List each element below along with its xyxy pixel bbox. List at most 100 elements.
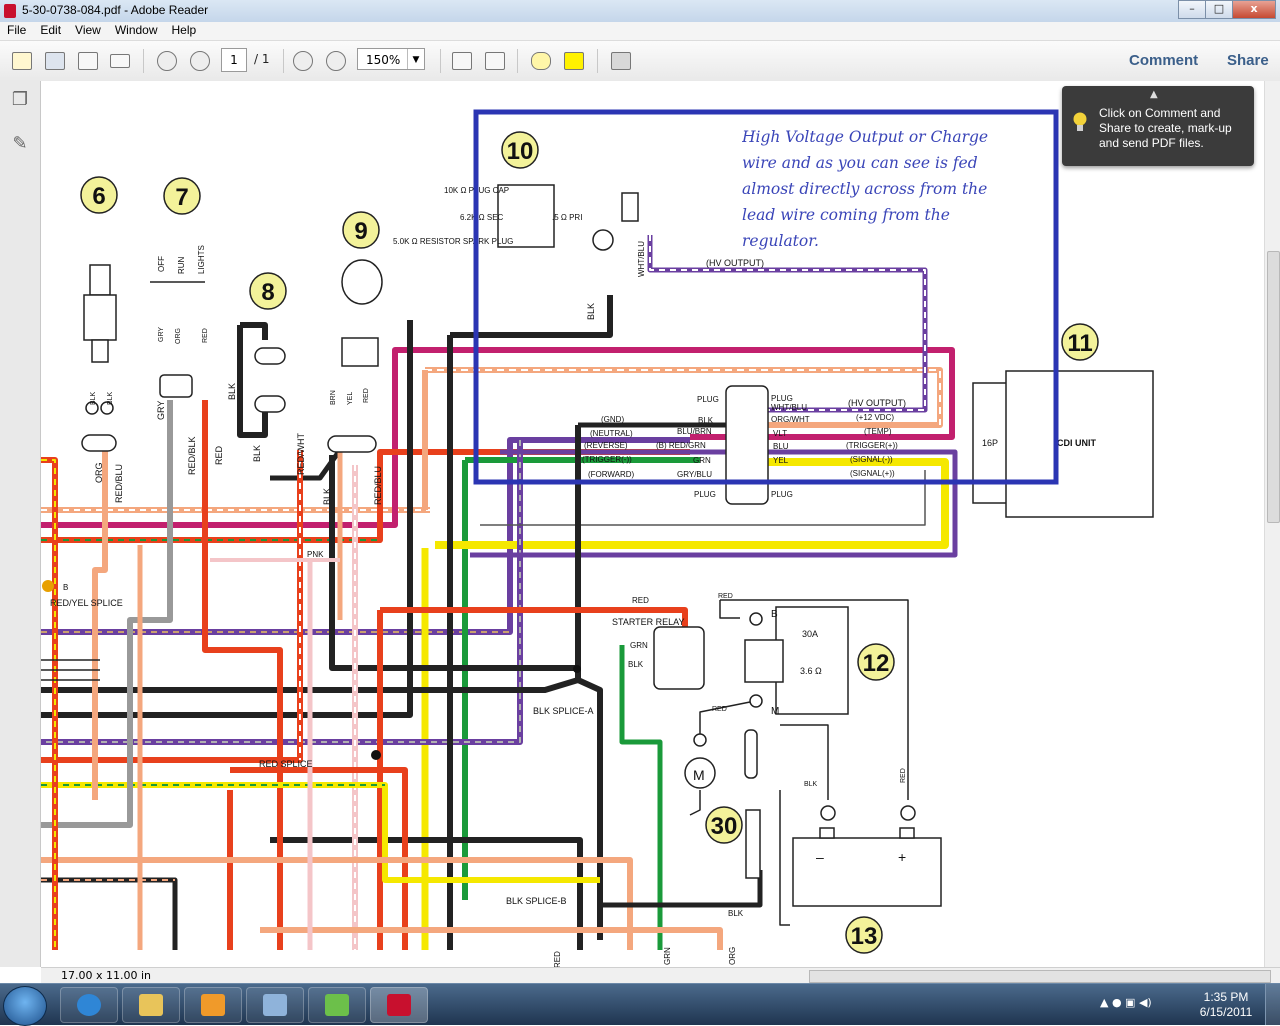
create-pdf-icon[interactable] <box>10 49 34 73</box>
zoom-select[interactable]: 150% ▼ <box>357 48 425 70</box>
share-button[interactable]: Share <box>1227 52 1269 69</box>
label-org-wht: ORG/WHT <box>771 415 810 424</box>
label-blu: BLU <box>773 442 789 451</box>
label-red-relay: RED <box>632 596 649 605</box>
label-red-blu-9: RED/BLU <box>373 466 383 505</box>
menu-bar: File Edit View Window Help <box>0 22 1280 41</box>
taskbar-ie-icon[interactable] <box>60 987 118 1023</box>
callout-9: 9 <box>354 218 367 245</box>
label-red-yel-splice: RED/YEL SPLICE <box>50 598 123 608</box>
label-yel: YEL <box>773 456 789 465</box>
taskbar-messenger-icon[interactable] <box>308 987 366 1023</box>
save-icon[interactable] <box>43 49 67 73</box>
zoom-in-icon[interactable] <box>324 49 348 73</box>
comment-button[interactable]: Comment <box>1129 52 1199 69</box>
taskbar-paint-icon[interactable] <box>246 987 304 1023</box>
menu-view[interactable]: View <box>75 23 101 37</box>
label-signal-plus: (SIGNAL(+)) <box>850 469 895 478</box>
sticky-note-icon[interactable] <box>529 49 553 73</box>
status-bar: 17.00 x 11.00 in <box>41 967 1280 984</box>
label-off: OFF <box>157 256 166 272</box>
vertical-scrollbar[interactable] <box>1264 81 1280 967</box>
start-button[interactable] <box>3 986 47 1026</box>
label-forward: (FORWARD) <box>588 470 635 479</box>
taskbar-media-player-icon[interactable] <box>184 987 242 1023</box>
menu-window[interactable]: Window <box>114 23 158 37</box>
label-pri: .5 Ω PRI <box>552 213 582 222</box>
callout-10: 10 <box>507 138 534 165</box>
clock-time: 1:35 PM <box>1203 990 1249 1004</box>
menu-edit[interactable]: Edit <box>40 23 62 37</box>
label-blk-relay: BLK <box>628 660 644 669</box>
email-icon[interactable] <box>108 49 132 73</box>
minimize-button[interactable]: – <box>1178 0 1206 19</box>
maximize-button[interactable]: □ <box>1205 0 1233 19</box>
chevron-down-icon[interactable]: ▼ <box>407 49 424 69</box>
page-total: / 1 <box>254 52 270 66</box>
battery-plus: + <box>898 849 906 865</box>
zoom-out-icon[interactable] <box>291 49 315 73</box>
label-plug-right: PLUG <box>771 394 793 403</box>
menu-help[interactable]: Help <box>171 23 197 37</box>
toolbar-divider <box>283 49 284 73</box>
next-page-icon[interactable] <box>188 49 212 73</box>
label-signal-minus: (SIGNAL(-)) <box>850 455 893 464</box>
highlight-icon[interactable] <box>562 49 586 73</box>
label-yel-9: YEL <box>347 392 354 405</box>
label-red-motor: RED <box>712 706 727 713</box>
label-blk-splice-b: BLK SPLICE-B <box>506 896 567 906</box>
label-wht-blu-10: WHT/BLU <box>637 241 646 277</box>
label-plug-bottom: PLUG <box>694 490 716 499</box>
label-blk-9: BLK <box>322 488 332 505</box>
attachments-icon[interactable]: ✎ <box>12 133 28 154</box>
label-plug: PLUG <box>697 395 719 404</box>
label-hv-output-2: (HV OUTPUT) <box>848 398 906 408</box>
window-title: 5-30-0738-084.pdf - Adobe Reader <box>22 3 209 17</box>
full-screen-icon[interactable] <box>609 49 633 73</box>
taskbar-explorer-icon[interactable] <box>122 987 180 1023</box>
zoom-value: 150% <box>366 53 401 67</box>
motor-m: M <box>693 767 705 783</box>
label-red-bat: RED <box>900 768 907 783</box>
label-red-reg: RED <box>718 593 733 600</box>
horizontal-scrollbar[interactable] <box>809 970 1271 983</box>
label-trigger-plus: (TRIGGER(+)) <box>846 441 898 450</box>
callout-30: 30 <box>711 813 738 840</box>
caret-up-icon[interactable]: ▲ <box>1150 89 1158 100</box>
page-number-input[interactable]: 1 <box>221 48 247 72</box>
label-neutral: (NEUTRAL) <box>590 429 633 438</box>
label-blk-splice-a: BLK SPLICE-A <box>533 706 594 716</box>
terminal-b: B <box>771 609 778 620</box>
toolbar-divider <box>440 49 441 73</box>
clock[interactable]: 1:35 PM 6/15/2011 <box>1188 990 1264 1020</box>
scrollbar-thumb[interactable] <box>1267 251 1280 523</box>
label-trigger-minus: (TRIGGER(-)) <box>582 455 632 464</box>
label-resistor: 5.0K Ω RESISTOR SPARK PLUG <box>393 237 513 246</box>
label-blk-10: BLK <box>586 303 596 320</box>
fit-width-icon[interactable] <box>450 49 474 73</box>
label-brn-9: BRN <box>330 390 337 405</box>
show-desktop-button[interactable] <box>1265 984 1280 1025</box>
adobe-reader-icon <box>4 4 16 18</box>
label-wht-blu: WHT/BLU <box>771 403 807 412</box>
pages-icon[interactable]: ❐ <box>11 89 29 110</box>
label-org-switch: ORG <box>175 328 182 344</box>
label-blk-8b: BLK <box>252 445 262 462</box>
fit-page-icon[interactable] <box>483 49 507 73</box>
print-icon[interactable] <box>76 49 100 73</box>
callout-13: 13 <box>851 923 878 950</box>
annotation-text: High Voltage Output or Charge wire and a… <box>742 128 989 250</box>
navigation-pane: ❐ ✎ <box>0 81 41 967</box>
menu-file[interactable]: File <box>7 23 27 37</box>
label-org-6: ORG <box>94 462 104 483</box>
close-button[interactable]: x <box>1232 0 1276 19</box>
comment-share-tooltip: ▲ Click on Comment and Share to create, … <box>1062 86 1254 166</box>
terminal-m: M <box>771 706 779 717</box>
window-controls: – □ x <box>1178 0 1276 19</box>
system-tray-icons[interactable]: ▲ ● ▣ ◀) <box>1100 996 1152 1009</box>
label-gnd: (GND) <box>601 415 624 424</box>
label-red-wht-8: RED/WHT <box>296 433 306 475</box>
taskbar-adobe-reader-icon[interactable] <box>370 987 428 1023</box>
previous-page-icon[interactable] <box>155 49 179 73</box>
label-plug-bottom-right: PLUG <box>771 490 793 499</box>
